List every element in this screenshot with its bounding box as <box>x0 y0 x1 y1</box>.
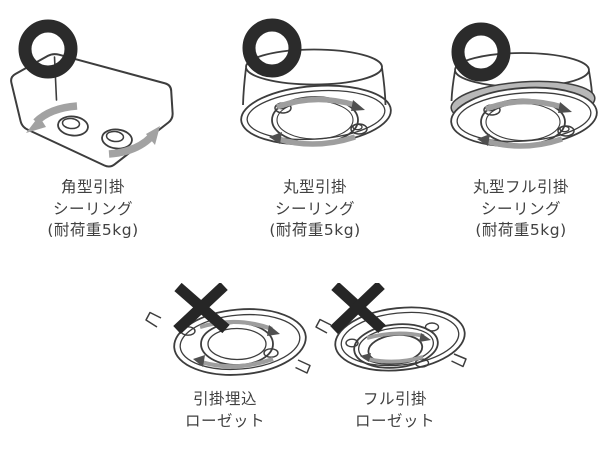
rotation-arrows <box>269 96 365 147</box>
caption-line: (耐荷重5kg) <box>47 221 139 239</box>
compatible-circle-icon <box>451 22 511 82</box>
fixture-caption: 角型引掛 シーリング (耐荷重5kg) <box>13 177 173 242</box>
rotation-arrows <box>360 331 431 364</box>
caption-line: シーリング <box>52 199 133 218</box>
compatible-circle-icon <box>18 19 78 79</box>
caption-line: 角型引掛 <box>60 178 125 196</box>
fixture-caption: 丸型引掛 シーリング (耐荷重5kg) <box>235 177 395 242</box>
caption-line: フル引掛 <box>362 390 427 408</box>
fixture-caption: フル引掛 ローゼット <box>315 389 475 432</box>
caption-line: ローゼット <box>354 411 435 430</box>
caption-line: シーリング <box>274 199 355 218</box>
hook-embedded-rosette-illustration <box>145 283 311 376</box>
rotation-arrows <box>477 98 572 149</box>
fixture-caption: 引掛埋込 ローゼット <box>145 389 305 432</box>
fixture-caption: 丸型フル引掛 シーリング (耐荷重5kg) <box>441 177 600 242</box>
caption-line: 丸型引掛 <box>282 178 347 196</box>
rotation-arrows <box>26 102 160 158</box>
round-full-hook-ceiling-illustration <box>450 22 598 149</box>
incompatible-cross-icon <box>330 283 386 334</box>
compatible-circle-icon <box>242 18 302 78</box>
caption-line: 丸型フル引掛 <box>472 178 569 196</box>
caption-line: (耐荷重5kg) <box>269 221 361 239</box>
round-hook-ceiling-illustration <box>240 18 392 147</box>
square-hook-ceiling-illustration <box>10 19 174 168</box>
rotation-arrows <box>193 319 280 369</box>
caption-line: シーリング <box>480 199 561 218</box>
full-hook-rosette-illustration <box>315 283 467 372</box>
incompatible-cross-icon <box>173 283 230 335</box>
caption-line: (耐荷重5kg) <box>475 221 567 239</box>
caption-line: 引掛埋込 <box>192 390 257 408</box>
caption-line: ローゼット <box>184 411 265 430</box>
